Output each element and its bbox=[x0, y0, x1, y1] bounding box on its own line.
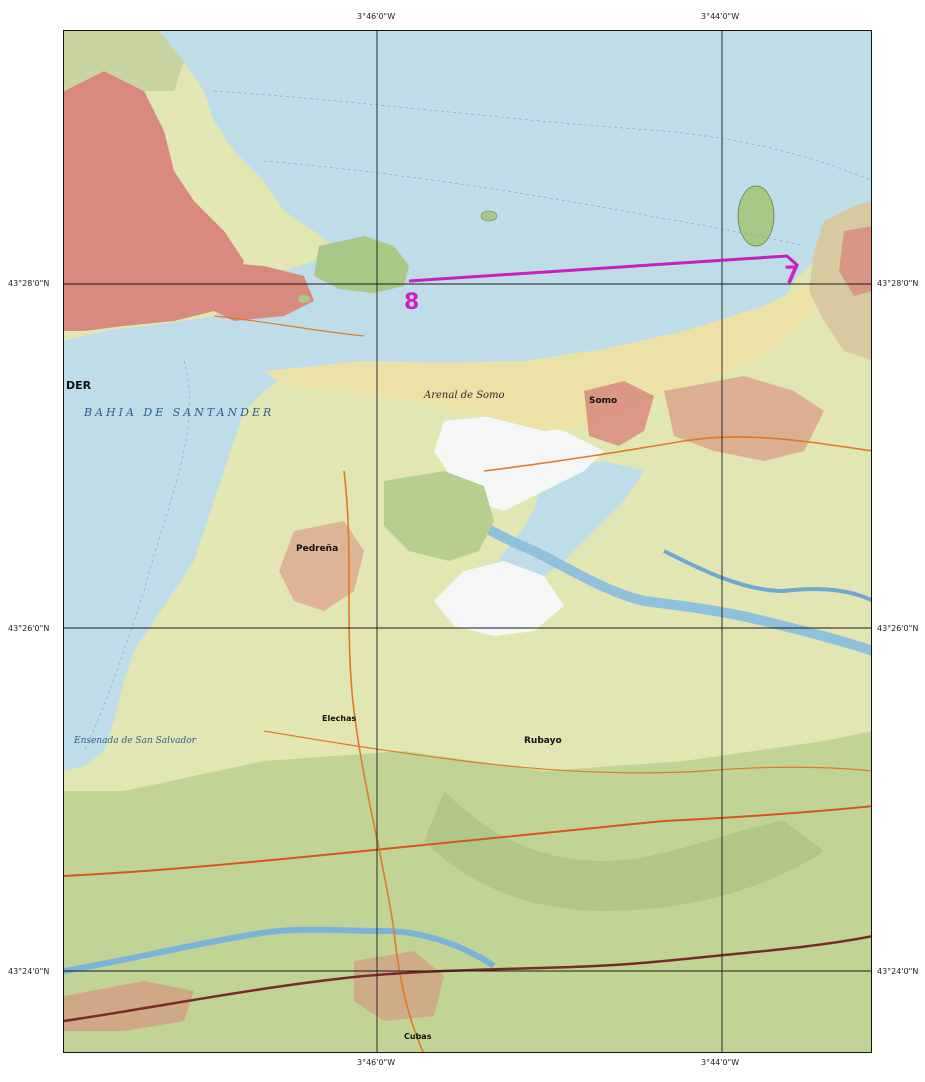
santander-urban-2 bbox=[204, 261, 314, 321]
santander-north bbox=[64, 31, 184, 91]
topographic-map[interactable]: 7 8 DER Pedreña Somo Rubayo Elechas Cuba… bbox=[64, 31, 872, 1053]
label-arenal-somo: Arenal de Somo bbox=[423, 390, 505, 401]
coord-left-1: 43°28'0"N bbox=[8, 279, 50, 288]
southern-hills bbox=[64, 731, 871, 1052]
road-2 bbox=[343, 470, 425, 1052]
label-pedrena: Pedreña bbox=[296, 544, 338, 554]
road-main bbox=[64, 805, 871, 877]
label-santander: DER bbox=[66, 379, 92, 392]
santander-urban bbox=[64, 71, 244, 331]
pedrena-urban bbox=[279, 521, 364, 611]
island-small bbox=[480, 210, 498, 222]
label-cubas: Cubas bbox=[404, 1032, 432, 1041]
coord-right-2: 43°26'0"N bbox=[877, 624, 919, 633]
island-small-2 bbox=[298, 295, 310, 303]
depth-contour-3 bbox=[83, 360, 190, 752]
coord-bottom-1: 3°46'0"W bbox=[357, 1058, 396, 1067]
coord-right-3: 43°24'0"N bbox=[877, 967, 919, 976]
coord-left-3: 43°24'0"N bbox=[8, 967, 50, 976]
magdalena-peninsula bbox=[314, 236, 409, 293]
route-line bbox=[408, 254, 799, 284]
railway bbox=[64, 935, 871, 1023]
coord-top-1: 3°46'0"W bbox=[357, 12, 396, 21]
pedrena-hills bbox=[384, 471, 494, 561]
coord-top-2: 3°44'0"W bbox=[701, 12, 740, 21]
south-urban-2 bbox=[354, 951, 444, 1021]
coord-left-2: 43°26'0"N bbox=[8, 624, 50, 633]
coord-bottom-2: 3°44'0"W bbox=[701, 1058, 740, 1067]
grid-lines bbox=[64, 31, 871, 1052]
tidal-flats-2 bbox=[434, 561, 564, 636]
coast-road bbox=[213, 315, 365, 337]
label-bahia: BAHIA DE SANTANDER bbox=[83, 406, 274, 419]
south-river bbox=[64, 926, 496, 974]
label-rubayo: Rubayo bbox=[524, 736, 562, 746]
depth-contour-2 bbox=[263, 160, 805, 247]
road-4 bbox=[263, 730, 871, 774]
label-elechas: Elechas bbox=[322, 714, 356, 723]
coord-right-1: 43°28'0"N bbox=[877, 279, 919, 288]
sand-spit bbox=[264, 271, 824, 431]
label-somo: Somo bbox=[589, 396, 617, 406]
map-frame[interactable]: 7 8 DER Pedreña Somo Rubayo Elechas Cuba… bbox=[63, 30, 872, 1053]
road-3 bbox=[483, 436, 871, 472]
southern-hills-shade bbox=[424, 791, 824, 911]
marker-8: 8 bbox=[404, 290, 419, 315]
island-mouro bbox=[737, 185, 775, 247]
marker-7: 7 bbox=[784, 263, 799, 288]
label-ensenada: Ensenada de San Salvador bbox=[73, 736, 197, 746]
somo-urban bbox=[584, 381, 654, 446]
east-urban bbox=[839, 226, 871, 296]
river bbox=[663, 549, 871, 603]
south-urban bbox=[64, 981, 194, 1031]
sea-area bbox=[64, 31, 871, 771]
